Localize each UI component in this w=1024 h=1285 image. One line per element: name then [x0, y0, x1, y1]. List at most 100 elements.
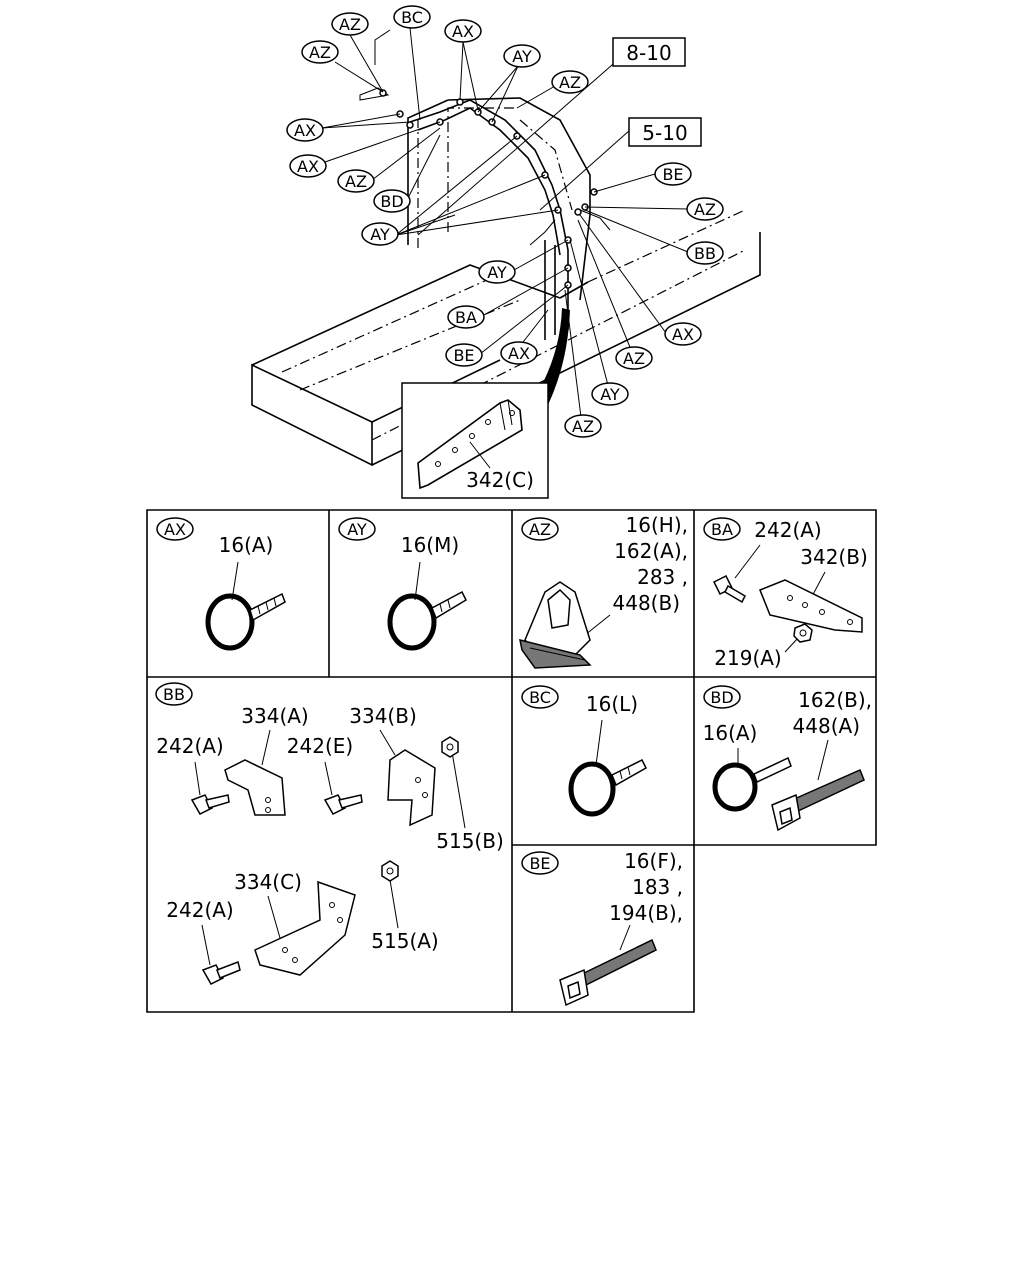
callout-az: AZ: [301, 40, 339, 64]
part-219a: 219(A): [714, 646, 781, 670]
callout-bd: BD: [373, 189, 411, 213]
part-334a: 334(A): [241, 704, 308, 728]
part-448b: 448(B): [613, 591, 681, 615]
cell-be-tag: BE: [529, 854, 550, 873]
cell-az-tag: AZ: [529, 520, 551, 539]
callout-az: AZ: [564, 414, 602, 438]
callout-az: AZ: [615, 346, 653, 370]
part-16a: 16(A): [703, 721, 758, 745]
svg-text:AZ: AZ: [309, 43, 331, 62]
cell-be: BE 16(F), 183 , 194(B),: [521, 849, 683, 1007]
svg-text:AX: AX: [508, 344, 530, 363]
callout-az: AZ: [331, 12, 369, 36]
callout-ax: AX: [286, 118, 324, 142]
part-242a: 242(A): [156, 734, 223, 758]
wire-clip-icon: [519, 581, 592, 669]
callout-ax: AX: [444, 19, 482, 43]
part-448a: 448(A): [793, 714, 860, 738]
cell-bd: BD 162(B), 448(A) 16(A): [703, 685, 872, 832]
callout-az: AZ: [551, 70, 589, 94]
ref-box-8-10: 8-10: [612, 37, 686, 67]
part-334b: 334(B): [349, 704, 417, 728]
svg-text:AZ: AZ: [345, 172, 367, 191]
bolt-icon: [201, 960, 241, 985]
part-342b: 342(B): [800, 545, 868, 569]
cable-tie-icon: [771, 769, 865, 832]
svg-text:342(C): 342(C): [466, 468, 534, 492]
part-16l: 16(L): [586, 692, 638, 716]
callout-az: AZ: [686, 197, 724, 221]
nut-icon: [441, 736, 459, 758]
cell-ay: AY 16(M): [338, 517, 467, 651]
cell-bb: BB 334(A) 334(B) 242(A) 242(E) 515(B) 33…: [155, 682, 504, 985]
svg-text:BE: BE: [453, 346, 474, 365]
cell-ax: AX 16(A): [156, 517, 286, 651]
cell-ay-tag: AY: [347, 520, 367, 539]
cell-bb-tag: BB: [163, 685, 185, 704]
callout-ay: AY: [591, 382, 629, 406]
callout-ax: AX: [500, 341, 538, 365]
cell-az: AZ 16(H), 162(A), 283 , 448(B): [519, 513, 688, 669]
hose-clamp-icon: [387, 590, 467, 651]
bolt-icon: [190, 794, 230, 815]
part-183: 183 ,: [632, 875, 683, 899]
callout-be: BE: [445, 343, 483, 367]
callout-ay: AY: [361, 222, 399, 246]
callout-bb: BB: [686, 241, 724, 265]
svg-text:AZ: AZ: [623, 349, 645, 368]
svg-text:AZ: AZ: [559, 73, 581, 92]
callout-az: AZ: [337, 169, 375, 193]
cell-bc: BC 16(L): [521, 685, 647, 817]
parts-table: [146, 509, 877, 1013]
part-242a: 242(A): [166, 898, 233, 922]
bolt-icon: [712, 574, 746, 604]
hose-clamp-icon: [205, 592, 286, 651]
svg-text:AZ: AZ: [694, 200, 716, 219]
callout-ax: AX: [289, 154, 327, 178]
inset-bracket-342c: 342(C): [401, 382, 549, 499]
bolt-icon: [323, 794, 363, 815]
part-162a: 162(A),: [614, 539, 688, 563]
nut-icon: [381, 860, 399, 882]
part-515b: 515(B): [436, 829, 504, 853]
bracket-icon: [224, 759, 286, 816]
callout-ay: AY: [503, 44, 541, 68]
callout-ba: BA: [447, 305, 485, 329]
svg-text:AY: AY: [370, 225, 390, 244]
svg-text:AZ: AZ: [572, 417, 594, 436]
part-242a: 242(A): [754, 518, 821, 542]
cell-ax-tag: AX: [164, 520, 186, 539]
svg-text:AY: AY: [512, 47, 532, 66]
part-515a: 515(A): [371, 929, 438, 953]
callout-ay: AY: [478, 260, 516, 284]
svg-text:AZ: AZ: [339, 15, 361, 34]
ref-box-5-10: 5-10: [628, 117, 702, 147]
svg-text:BC: BC: [401, 8, 423, 27]
callout-bc: BC: [393, 5, 431, 29]
part-334c: 334(C): [234, 870, 302, 894]
svg-text:8-10: 8-10: [626, 41, 671, 65]
cell-bd-tag: BD: [710, 688, 733, 707]
svg-text:AX: AX: [294, 121, 316, 140]
callout-leaders: [321, 27, 689, 426]
part-16h: 16(H),: [626, 513, 688, 537]
bracket-icon: [387, 749, 436, 827]
callouts: AZ BC AX AZ AY AZ AX AX AZ BD AY BE AZ B…: [286, 5, 724, 438]
callout-ax: AX: [664, 322, 702, 346]
part-283: 283 ,: [637, 565, 688, 589]
svg-text:BE: BE: [662, 165, 683, 184]
cable-tie-icon: [559, 938, 657, 1007]
cell-bc-tag: BC: [529, 688, 551, 707]
part-16m: 16(M): [401, 533, 459, 557]
hose-clamp-icon: [712, 756, 792, 812]
svg-text:AX: AX: [672, 325, 694, 344]
svg-text:BD: BD: [380, 192, 403, 211]
svg-text:AY: AY: [487, 263, 507, 282]
bracket-icon: [254, 880, 356, 976]
svg-text:BA: BA: [455, 308, 477, 327]
svg-text:AX: AX: [297, 157, 319, 176]
part-16a: 16(A): [219, 533, 274, 557]
svg-text:AX: AX: [452, 22, 474, 41]
